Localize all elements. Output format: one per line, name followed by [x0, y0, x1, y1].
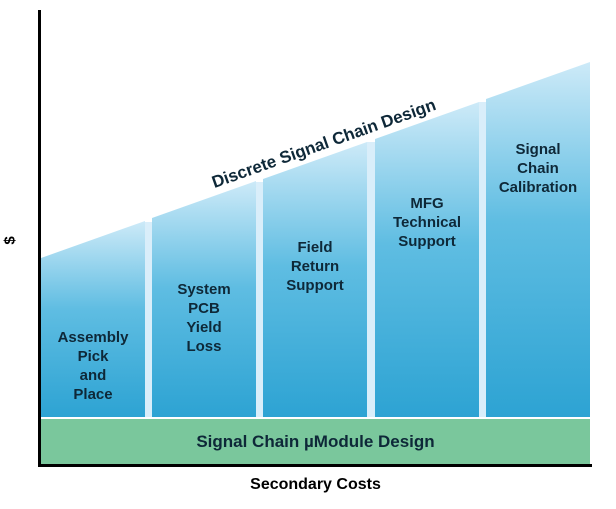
bar-gap — [479, 102, 486, 417]
bar-gap — [256, 182, 263, 417]
bar-assembly-pick-and-place — [41, 221, 145, 417]
x-axis-label: Secondary Costs — [250, 476, 381, 493]
bar-label-system-pcb-yield-loss: System PCB Yield Loss — [177, 281, 231, 355]
base-band-label: Signal Chain µModule Design — [196, 431, 435, 451]
bar-label-assembly-pick-and-place: Assembly Pick and Place — [57, 329, 129, 403]
bar-mfg-technical-support — [375, 102, 479, 417]
y-axis-label: $ — [1, 236, 19, 245]
x-axis-line — [38, 464, 592, 467]
bar-signal-chain-calibration — [486, 62, 590, 417]
bar-label-mfg-technical-support: MFG Technical Support — [392, 195, 462, 250]
bar-field-return-support — [263, 142, 367, 417]
bar-system-pcb-yield-loss — [152, 181, 256, 417]
bar-label-signal-chain-calibration: Signal Chain Calibration — [498, 141, 578, 196]
base-band-umodule-design: Signal Chain µModule Design — [41, 417, 590, 464]
plot-area: Assembly Pick and Place System PCB Yield… — [41, 10, 590, 464]
bar-label-field-return-support: Field Return Support — [286, 239, 344, 294]
bar-gap — [145, 222, 152, 417]
y-axis-line — [38, 10, 41, 467]
bar-gap — [367, 142, 375, 417]
